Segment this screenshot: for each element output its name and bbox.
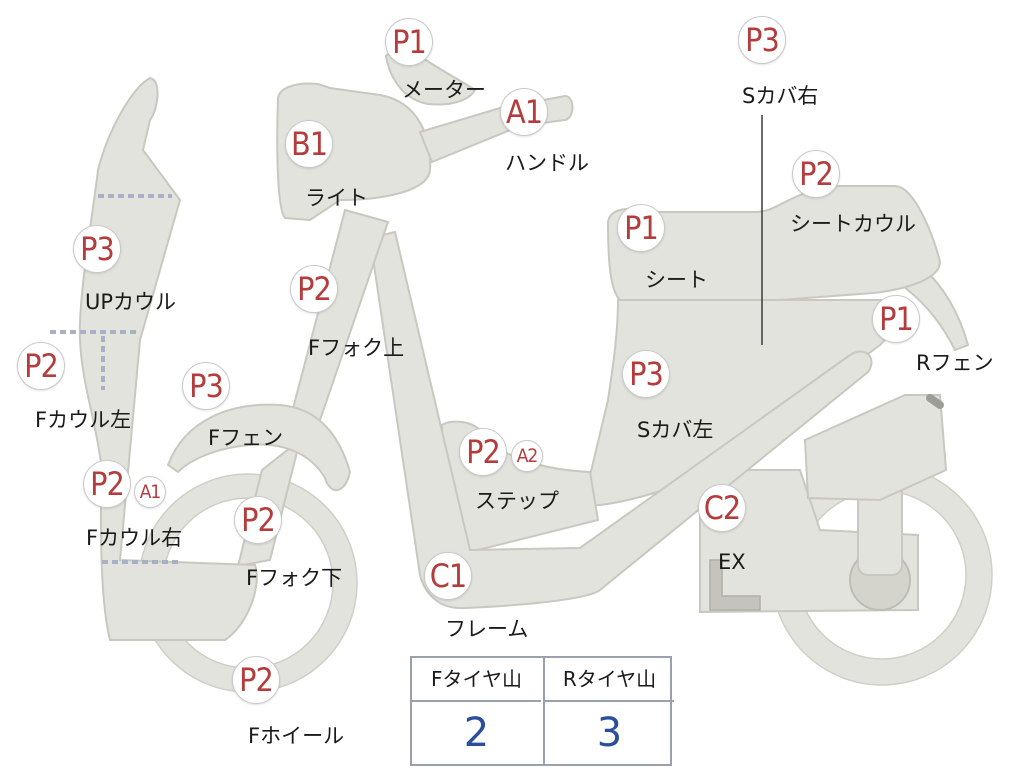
seat-cowl-code-badge: P2 [792, 150, 840, 198]
front-fender-label: Fフェン [208, 426, 284, 450]
side-cover-left-code-badge: P3 [622, 350, 670, 398]
front-fork-upper-label: Fフォク上 [308, 336, 405, 360]
front-cowl-left-label: Fカウル左 [35, 408, 132, 432]
front-wheel-label: Fホイール [248, 724, 345, 748]
exhaust-label: EX [718, 550, 746, 574]
step-code-badge-1: P2 [459, 428, 507, 476]
handle-label: ハンドル [505, 151, 589, 175]
seat-label: シート [645, 268, 708, 292]
up-cowl-label: UPカウル [85, 290, 177, 314]
seat-cowl-label: シートカウル [790, 212, 916, 236]
exhaust-pipe-shape [709, 559, 761, 611]
front-cowl-right-code-badge-2: A1 [134, 476, 166, 508]
rear-fender-code-badge: P1 [872, 295, 920, 343]
frame-shape [368, 230, 873, 610]
front-fork-lower-label: Fフォク下 [246, 566, 343, 590]
front-cowl-right-code-badge-1: P2 [83, 460, 131, 508]
front-cowl-left-code-badge: P2 [17, 342, 65, 390]
seat-code-badge: P1 [617, 204, 665, 252]
meter-label: メーター [402, 78, 486, 102]
up-cowl-code-badge: P3 [73, 225, 121, 273]
light-label: ライト [305, 186, 368, 210]
seat-shape [606, 185, 942, 301]
handle-code-badge: A1 [500, 88, 548, 136]
front-cowl-right-label: Fカウル右 [86, 526, 183, 550]
frame-code-badge: C1 [424, 552, 472, 600]
side-cover-left-label: Sカバ左 [637, 418, 714, 442]
meter-code-badge: P1 [385, 18, 433, 66]
side-cover-right-code-badge: P3 [738, 16, 786, 64]
front-tire-value: 2 [463, 710, 490, 756]
front-fork-upper-code-badge: P2 [290, 265, 338, 313]
front-tire-header: Fタイヤ山 [412, 658, 541, 702]
front-fender-code-badge: P3 [182, 362, 230, 410]
step-code-badge-2: A2 [511, 440, 543, 472]
tire-tread-table: Fタイヤ山 Rタイヤ山 2 3 [410, 656, 674, 766]
side-cover-right-label: Sカバ右 [742, 84, 819, 108]
front-cowl-shape [78, 76, 258, 641]
step-label: ステップ [475, 489, 559, 513]
front-wheel-code-badge: P2 [232, 656, 280, 704]
front-fender-shape [166, 403, 352, 491]
light-code-badge: B1 [285, 120, 333, 168]
muffler-shape [803, 394, 948, 502]
headlight-shape [276, 82, 432, 222]
front-fork-lower-code-badge: P2 [234, 496, 282, 544]
front-fork-shape [288, 208, 390, 432]
rear-tire-value: 3 [543, 702, 674, 764]
exhaust-code-badge: C2 [698, 484, 746, 532]
rear-tire-header: Rタイヤ山 [543, 658, 674, 702]
rear-fender-label: Rフェン [916, 351, 994, 375]
frame-label: フレーム [445, 617, 529, 641]
